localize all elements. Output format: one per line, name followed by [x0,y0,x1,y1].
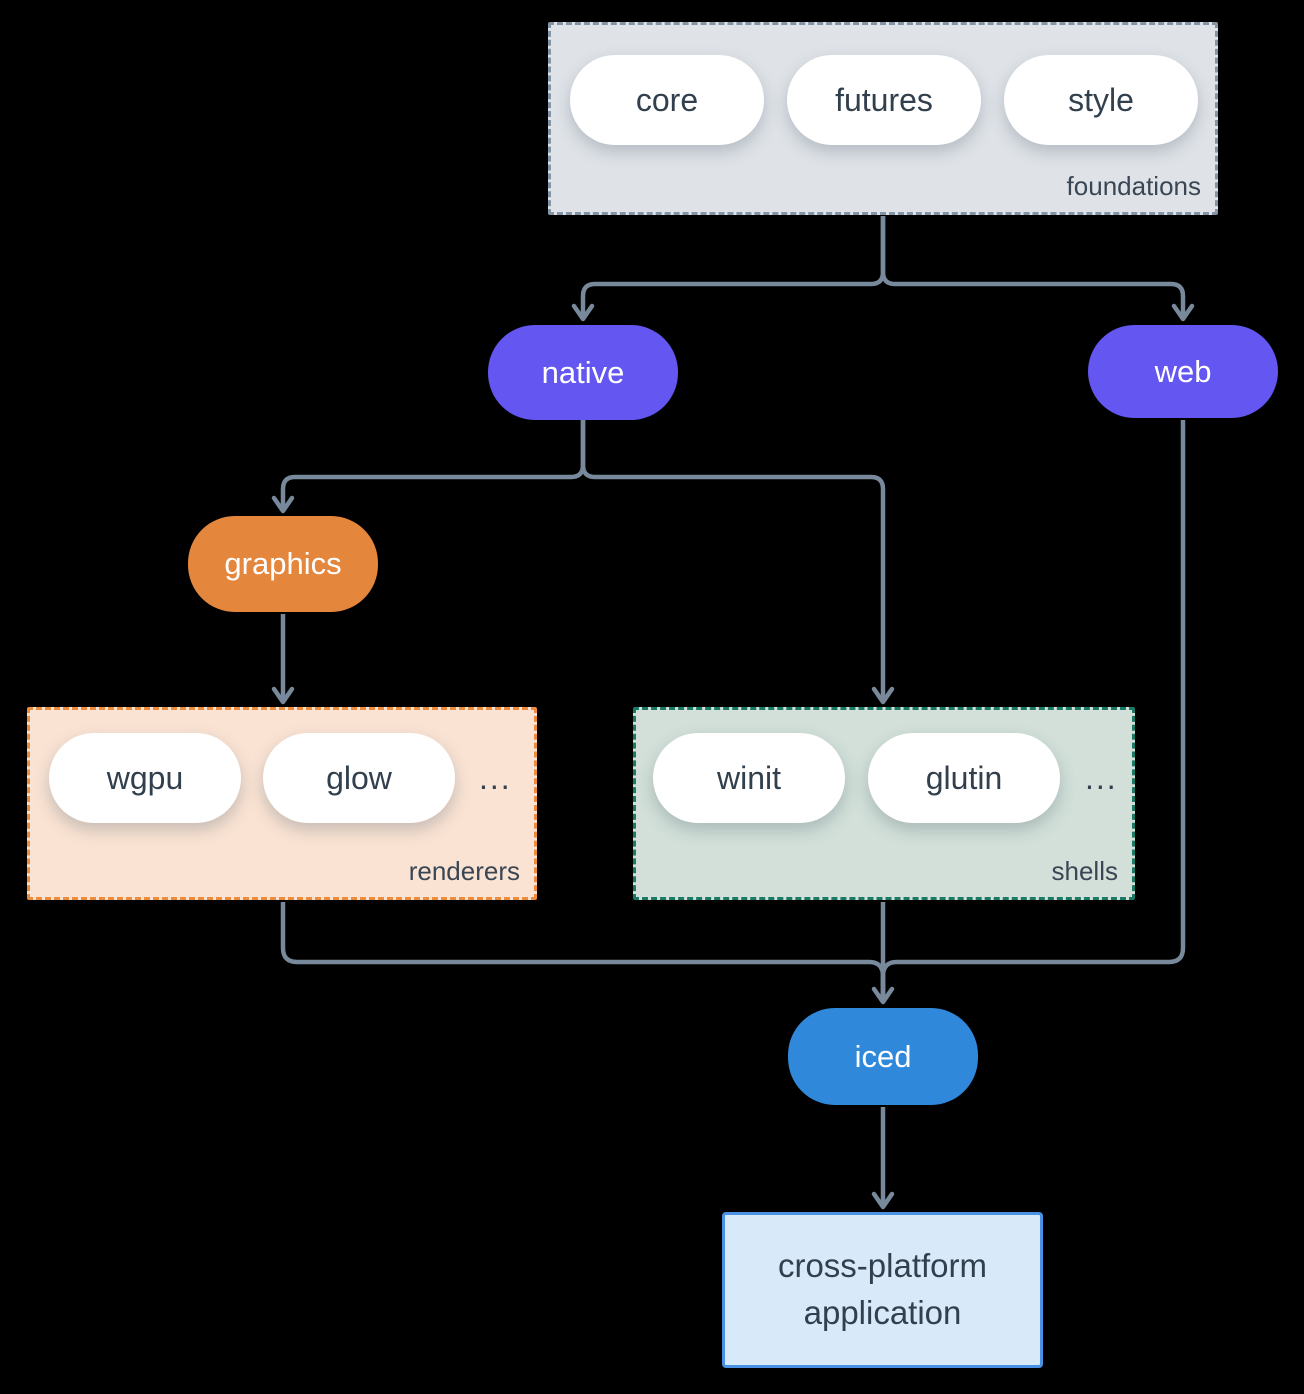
node-graphics-label: graphics [224,546,342,581]
node-native-label: native [541,354,625,390]
pill-winit: winit [653,733,845,823]
pill-futures-label: futures [835,81,933,118]
pill-core: core [570,55,764,145]
node-web: web [1088,325,1278,418]
foundations-group-label: foundations [1066,171,1201,201]
renderers-pill-row: wgpu glow ... [30,710,534,823]
renderers-group-label: renderers [408,856,520,886]
edge-renderers-iced [280,902,886,1000]
edge-web-iced [880,420,1186,1000]
edge-native-shells [580,420,886,699]
pill-glutin: glutin [868,733,1060,823]
node-application-label: cross-platform application [777,1247,988,1331]
edge-native-graphics [280,420,586,509]
renderers-ellipsis: ... [479,759,512,796]
pill-winit-label: winit [716,759,781,796]
arrowhead-native [571,303,595,322]
pill-style: style [1004,55,1198,145]
shells-group-label: shells [1051,856,1118,886]
arrowhead-renderers [271,686,295,705]
node-graphics: graphics [188,516,378,612]
group-shells: winit glutin ... shells [633,707,1135,900]
shells-pill-row: winit glutin ... [636,710,1132,823]
arrowhead-graphics [271,495,295,514]
node-native: native [488,325,678,420]
node-cross-platform-application: cross-platform application [722,1212,1043,1368]
pill-glutin-label: glutin [925,759,1003,796]
group-renderers: wgpu glow ... renderers [27,707,537,900]
pill-glow-label: glow [326,759,392,796]
edge-foundations-web [880,216,1186,317]
node-iced-label: iced [854,1038,912,1074]
pill-wgpu: wgpu [49,733,241,823]
edge-foundations-native [580,216,886,317]
group-foundations: core futures style foundations [548,22,1218,215]
pill-style-label: style [1068,81,1134,118]
arrowhead-shells [871,686,895,705]
pill-core-label: core [635,81,699,118]
arrowhead-web [1171,303,1195,322]
pill-wgpu-label: wgpu [106,759,184,796]
node-web-label: web [1154,353,1212,389]
node-iced: iced [788,1008,978,1105]
pill-glow: glow [263,733,455,823]
shells-ellipsis: ... [1085,759,1118,796]
pill-futures: futures [787,55,981,145]
arrowhead-iced [871,986,895,1005]
foundations-pill-row: core futures style [551,25,1215,145]
arrowhead-application [871,1191,895,1210]
